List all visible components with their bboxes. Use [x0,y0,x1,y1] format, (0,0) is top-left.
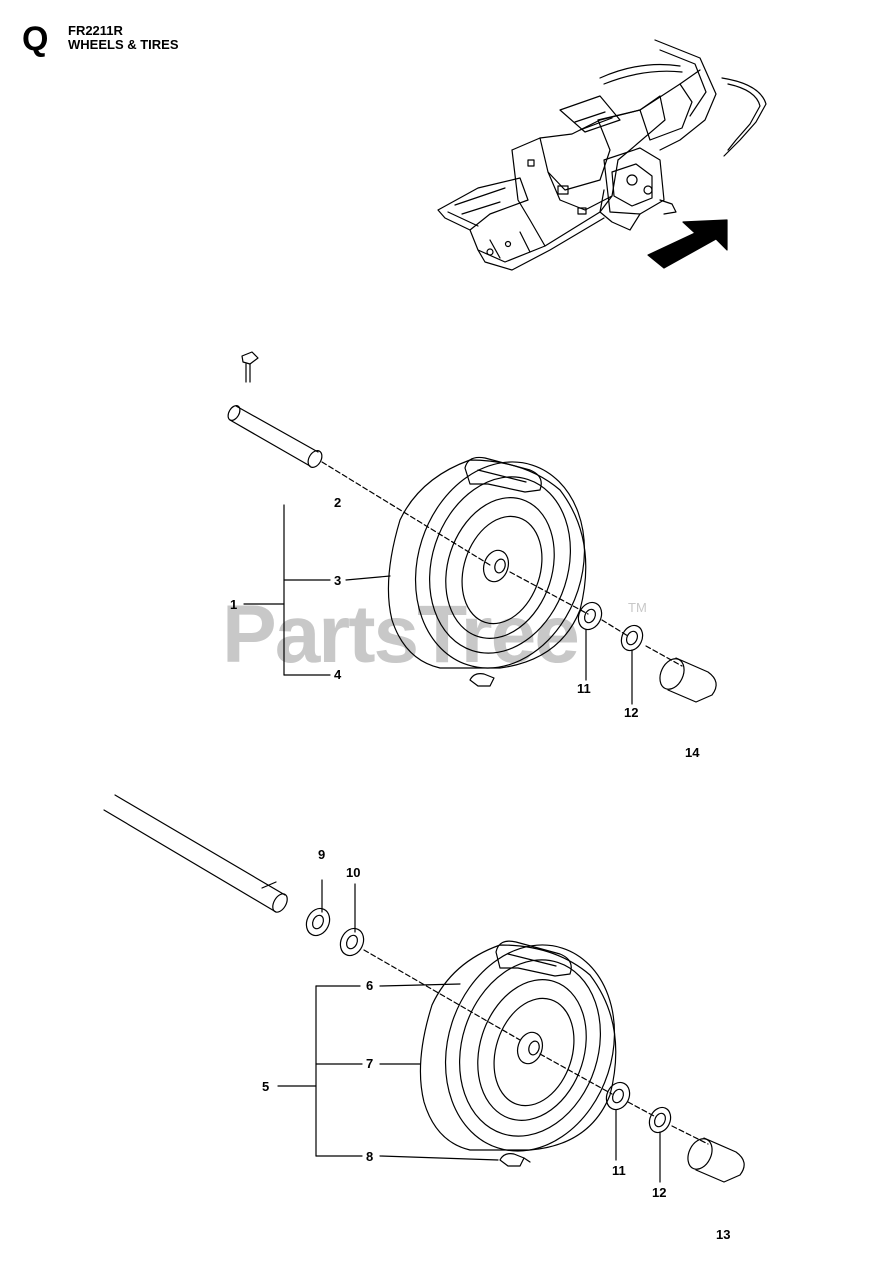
callout-8: 8 [366,1149,374,1164]
model-number: FR2211R [68,23,123,38]
callout-9: 9 [318,847,326,862]
callout-2: 2 [334,495,342,510]
watermark: PartsTree [222,589,580,680]
lower-wheel-assembly [103,794,745,1183]
section-letter: Q [22,20,49,58]
callout-11-lower: 11 [612,1163,626,1178]
tractor-frame [437,39,767,271]
upper-wheel-assembly [227,351,717,705]
callout-11-upper: 11 [577,681,591,696]
page-title: WHEELS & TIRES [68,37,179,52]
callout-12-upper: 12 [624,705,639,720]
callout-3: 3 [334,573,342,588]
callout-13: 13 [716,1227,731,1242]
callout-10: 10 [346,865,361,880]
callout-6: 6 [366,978,374,993]
callout-5: 5 [262,1079,270,1094]
callout-7: 7 [366,1056,374,1071]
direction-arrow-icon [647,219,728,269]
callout-12-lower: 12 [652,1185,667,1200]
watermark-trademark: TM [628,600,647,615]
callout-4: 4 [334,667,342,682]
callout-14: 14 [685,745,700,760]
callout-1: 1 [230,597,238,612]
